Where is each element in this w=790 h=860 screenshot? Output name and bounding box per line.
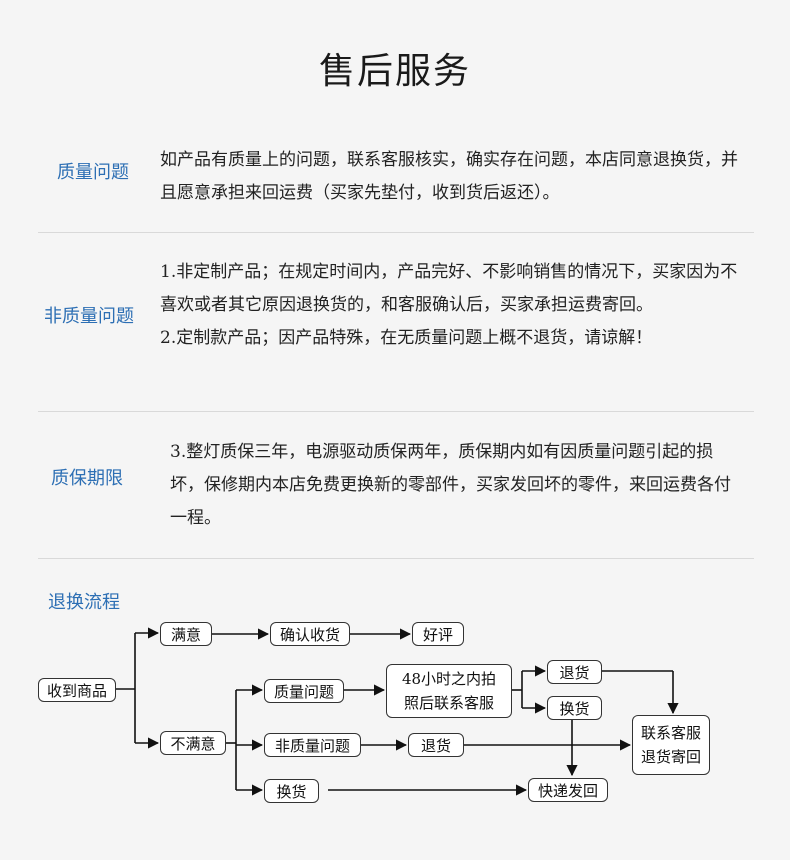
flow-node-express: 快递发回 [528, 778, 608, 802]
paragraph: 1.非定制产品；在规定时间内，产品完好、不影响销售的情况下，买家因为不喜欢或者其… [160, 262, 738, 315]
section-text-warranty: 3.整灯质保三年，电源驱动质保两年，质保期内如有因质量问题引起的损坏，保修期内本… [170, 436, 742, 535]
divider [38, 411, 754, 412]
paragraph: 3.整灯质保三年，电源驱动质保两年，质保期内如有因质量问题引起的损坏，保修期内本… [170, 442, 731, 528]
flow-node-quality: 质量问题 [264, 679, 344, 703]
section-label-quality: 质量问题 [57, 162, 129, 183]
flow-node-contact48-line1: 48小时之内拍 [401, 670, 497, 688]
flow-node-exchange2: 换货 [264, 779, 319, 803]
section-label-warranty: 质保期限 [51, 468, 123, 489]
paragraph: 如产品有质量上的问题，联系客服核实，确实存在问题，本店同意退换货，并且愿意承担来… [160, 150, 738, 203]
section-label-nonquality: 非质量问题 [44, 306, 134, 327]
flow-node-contact48: 48小时之内拍 照后联系客服 [386, 664, 512, 718]
flow-node-unsatisfied: 不满意 [160, 731, 226, 755]
flow-title: 退换流程 [48, 592, 120, 613]
flow-node-final-line2: 退货寄回 [640, 748, 701, 766]
flow-node-refund2: 退货 [408, 733, 464, 757]
flow-node-refund: 退货 [547, 660, 602, 684]
flow-node-confirm: 确认收货 [270, 622, 350, 646]
flow-node-satisfied: 满意 [160, 622, 212, 646]
page-title: 售后服务 [318, 51, 471, 92]
flow-node-exchange: 换货 [547, 696, 602, 720]
divider [38, 232, 754, 233]
flow-node-final-line1: 联系客服 [640, 724, 701, 742]
flow-node-nonquality: 非质量问题 [264, 733, 361, 757]
flow-node-receive: 收到商品 [38, 678, 116, 702]
flow-node-final: 联系客服 退货寄回 [632, 715, 710, 775]
flow-node-review: 好评 [412, 622, 464, 646]
paragraph: 2.定制款产品；因产品特殊，在无质量问题上概不退货，请谅解！ [160, 328, 653, 348]
divider [38, 558, 754, 559]
section-text-quality: 如产品有质量上的问题，联系客服核实，确实存在问题，本店同意退换货，并且愿意承担来… [160, 144, 740, 210]
flow-node-contact48-line2: 照后联系客服 [403, 694, 494, 712]
section-text-nonquality: 1.非定制产品；在规定时间内，产品完好、不影响销售的情况下，买家因为不喜欢或者其… [160, 256, 740, 355]
